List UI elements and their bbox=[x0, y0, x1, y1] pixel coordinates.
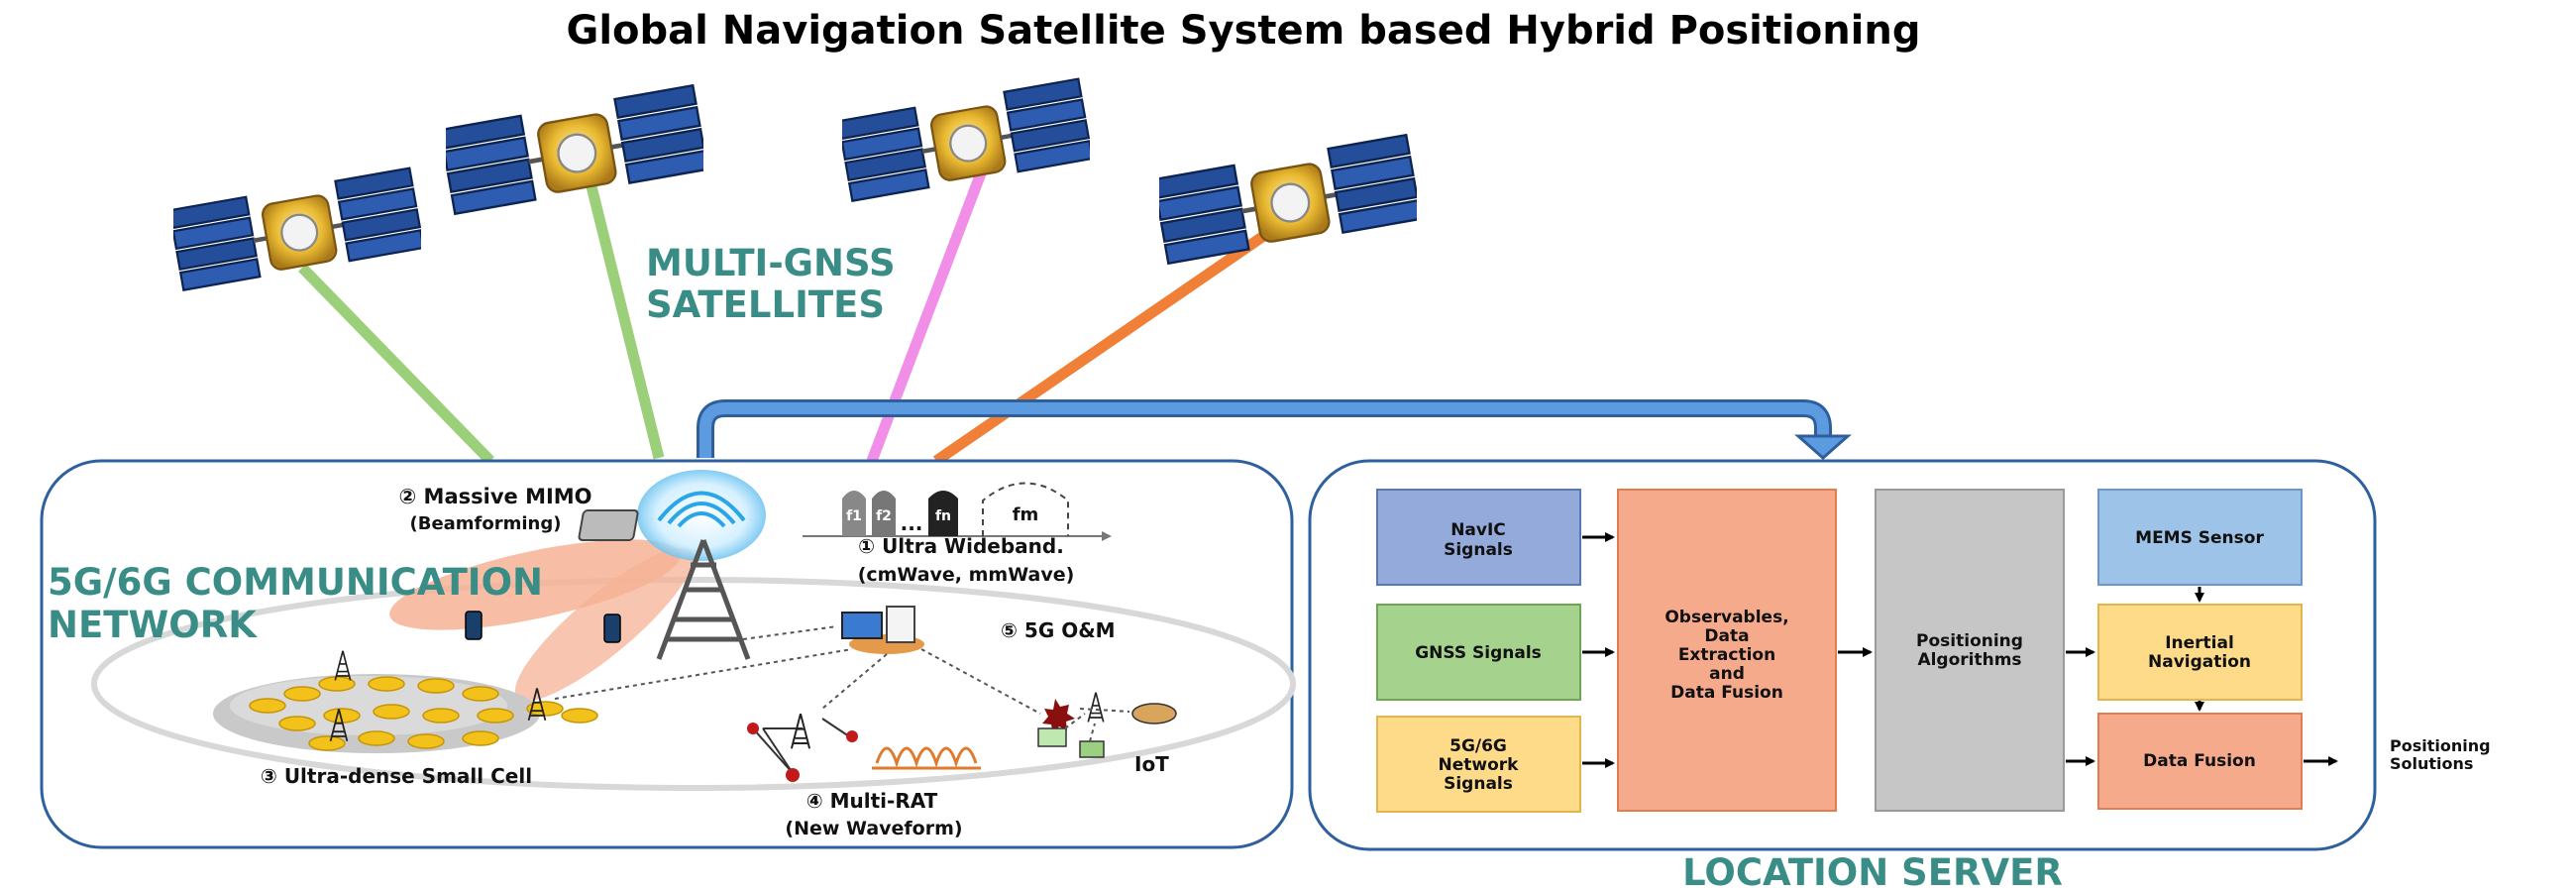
beam-green-2 bbox=[584, 176, 665, 460]
fusion-label-line3: Extraction bbox=[1678, 645, 1775, 665]
ultra-wideband-label: ① Ultra Wideband. bbox=[858, 534, 1064, 558]
wave-bands-label: (cmWave, mmWave) bbox=[858, 564, 1075, 586]
satellite-icon bbox=[1153, 135, 1421, 264]
iot-label: IoT bbox=[1134, 752, 1169, 776]
gnss-box bbox=[1376, 604, 1581, 701]
mems-box bbox=[2097, 489, 2303, 586]
network-label-line2: NETWORK bbox=[48, 604, 258, 646]
fusion-box bbox=[1617, 489, 1837, 812]
navic-box bbox=[1376, 489, 1581, 586]
inertial-label-line2: Navigation bbox=[2148, 652, 2251, 672]
om-label: ⑤ 5G O&M bbox=[1001, 618, 1116, 642]
freq-tag: f2 bbox=[876, 508, 892, 524]
phone-icon bbox=[465, 611, 483, 640]
network-signals-box bbox=[1376, 716, 1581, 813]
positioning-box bbox=[1875, 489, 2065, 812]
network-ring bbox=[91, 577, 1296, 791]
small-cell-label: ③ Ultra-dense Small Cell bbox=[261, 764, 532, 788]
fusion-label: Observables, bbox=[1664, 608, 1788, 627]
satellite-icon bbox=[440, 85, 707, 214]
data-fusion-box bbox=[2097, 713, 2303, 810]
inertial-label: Inertial bbox=[2165, 633, 2234, 653]
new-waveform-label: (New Waveform) bbox=[785, 818, 962, 839]
location-server-label: LOCATION SERVER bbox=[1682, 851, 2063, 892]
frequency-band-icon bbox=[803, 482, 1112, 541]
network-signals-label-line3: Signals bbox=[1444, 774, 1513, 794]
inertial-box bbox=[2097, 604, 2303, 701]
freq-tag: fm bbox=[1013, 504, 1039, 525]
fusion-label-line2: Data bbox=[1704, 626, 1749, 646]
positioning-label: Positioning bbox=[1916, 631, 2023, 651]
link-arrowhead bbox=[1794, 434, 1852, 460]
satellites-label-line2: SATELLITES bbox=[646, 283, 885, 326]
mems-label: MEMS Sensor bbox=[2135, 528, 2264, 548]
beam-orange bbox=[932, 221, 1282, 466]
multi-rat-label: ④ Multi-RAT bbox=[806, 789, 938, 813]
satellite-icon bbox=[169, 168, 423, 290]
data-fusion-label: Data Fusion bbox=[2143, 751, 2256, 771]
navic-label-line2: Signals bbox=[1444, 540, 1513, 560]
cell-tower-icon bbox=[656, 539, 751, 660]
fusion-label-line4: and bbox=[1709, 664, 1745, 684]
satellite-icon bbox=[838, 79, 1092, 201]
network-signals-label: 5G/6G bbox=[1449, 736, 1507, 756]
satellite-beams bbox=[298, 171, 1282, 466]
positioning-label-line2: Algorithms bbox=[1917, 650, 2021, 670]
freq-tag: f1 bbox=[846, 508, 862, 524]
phone-icon bbox=[603, 613, 621, 643]
network-label: 5G/6G COMMUNICATION bbox=[48, 561, 543, 604]
navic-label: NavIC bbox=[1450, 520, 1506, 540]
satellites-label: MULTI-GNSS bbox=[646, 242, 896, 284]
beamforming-label: (Beamforming) bbox=[410, 513, 562, 534]
diagram-title: Global Navigation Satellite System based… bbox=[566, 8, 1920, 54]
flow-arrows bbox=[1582, 532, 2338, 768]
small-cell-discs bbox=[249, 676, 598, 751]
massive-mimo-label: ② Massive MIMO bbox=[398, 485, 591, 508]
beam-lobe bbox=[389, 539, 681, 630]
gnss-label: GNSS Signals bbox=[1415, 643, 1542, 663]
iot-cluster bbox=[1037, 691, 1177, 758]
server-icon bbox=[841, 606, 924, 654]
freq-tag: fn bbox=[935, 508, 951, 524]
network-links bbox=[554, 625, 1041, 715]
output-label: Positioning bbox=[2390, 736, 2491, 755]
beam-green-1 bbox=[298, 264, 494, 465]
wifi-icon bbox=[657, 491, 746, 528]
freq-dots: ... bbox=[901, 511, 923, 535]
beam-pink bbox=[866, 171, 987, 463]
multi-rat-cluster bbox=[747, 712, 981, 782]
network-signals-label-line2: Network bbox=[1439, 755, 1520, 775]
output-label-line2: Solutions bbox=[2390, 754, 2473, 773]
fusion-label-line5: Data Fusion bbox=[1670, 683, 1783, 703]
mimo-antenna-panel bbox=[578, 509, 639, 541]
